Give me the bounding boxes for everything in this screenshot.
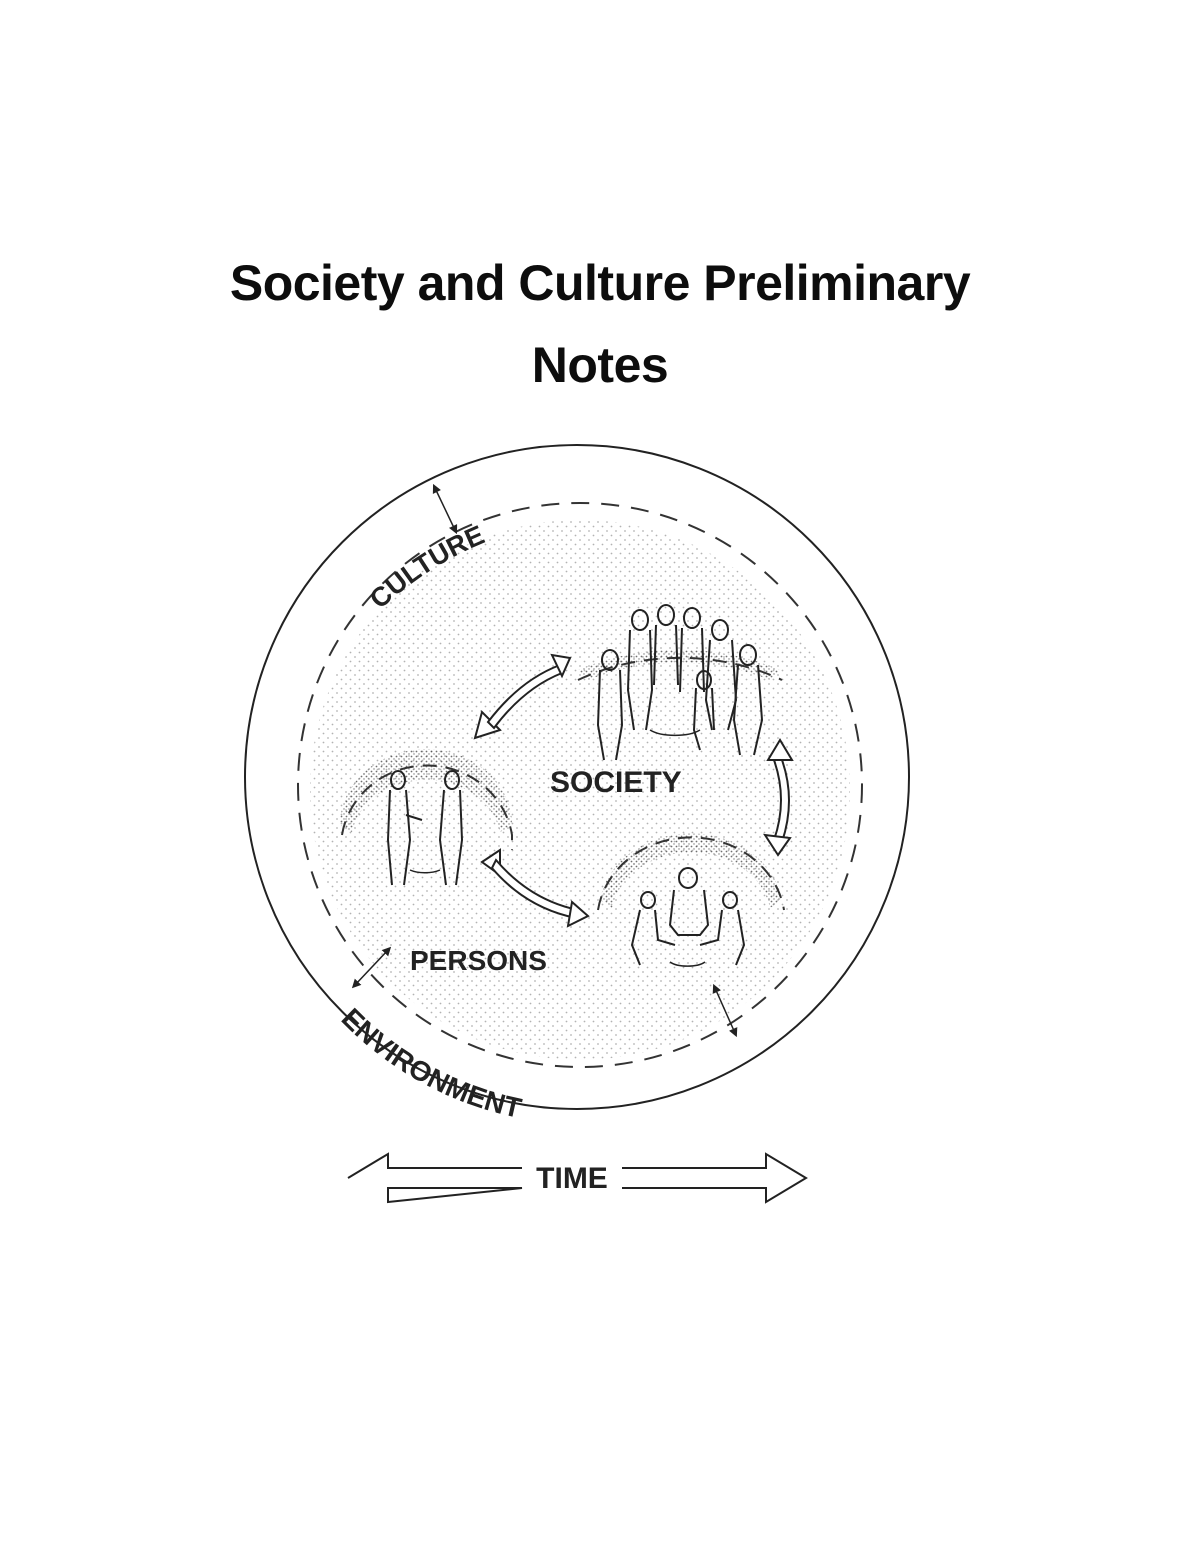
crowd-icon xyxy=(596,604,764,761)
society-label: SOCIETY xyxy=(550,766,682,799)
persons-group xyxy=(340,749,513,886)
seated-group xyxy=(597,833,785,967)
time-arrow xyxy=(347,1152,808,1204)
person-pair-icon xyxy=(386,770,464,886)
double-arrow-icon xyxy=(432,483,458,535)
double-arrow-icon xyxy=(762,738,794,857)
double-arrow-icon xyxy=(712,983,738,1038)
title-line-2: Notes xyxy=(531,336,669,393)
page-title: Society and Culture Preliminary Notes xyxy=(0,242,1200,406)
double-arrow-icon xyxy=(480,848,590,928)
double-arrow-icon xyxy=(473,653,572,740)
society-culture-diagram: CULTURE SOCIETY xyxy=(244,444,910,1204)
title-line-1: Society and Culture Preliminary xyxy=(229,254,971,311)
culture-boundary xyxy=(297,502,863,1068)
persons-label: PERSONS xyxy=(410,945,547,976)
double-arrow-icon xyxy=(351,946,392,989)
environment-boundary xyxy=(244,444,910,1110)
seated-group-icon xyxy=(630,867,746,967)
society-group xyxy=(577,604,783,761)
time-label: TIME xyxy=(536,1162,608,1195)
